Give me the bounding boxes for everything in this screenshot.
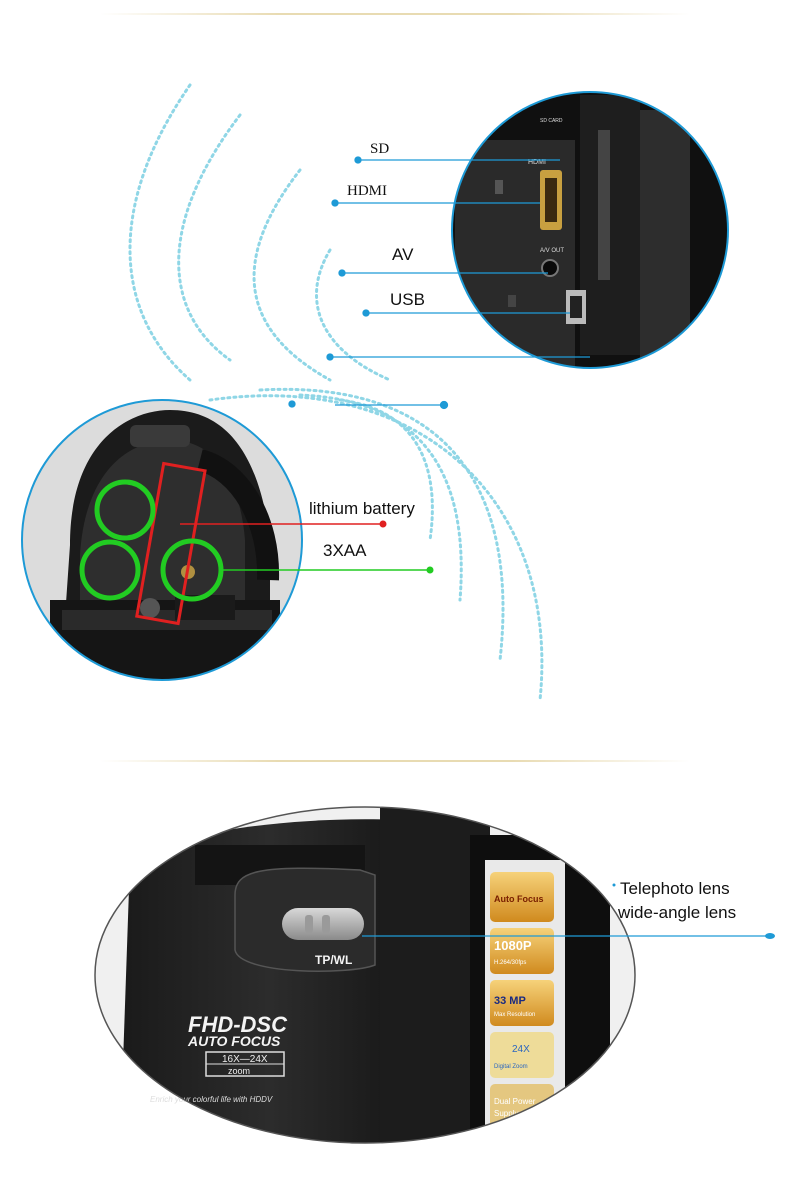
- ports-closeup: SD CARD HDMI A/V OUT: [451, 91, 729, 369]
- badge-text-8: Supply: [494, 1109, 518, 1118]
- tagline-print: Enrich your colorful life with HDDV: [150, 1095, 273, 1104]
- zoom-ratio-print: 16X—24X: [222, 1054, 268, 1065]
- aaa-dot: [426, 566, 434, 574]
- battery-closeup: [21, 399, 303, 681]
- brand-line2: AUTO FOCUS: [187, 1033, 281, 1049]
- wide-angle-label: wide-angle lens: [618, 903, 737, 922]
- lithium-compartment-outline: [135, 461, 207, 626]
- badge-text-5: 24X: [512, 1044, 530, 1055]
- badge-1080p: [490, 928, 554, 974]
- badge-24x: [490, 1032, 554, 1078]
- badge-text-7: Dual Power: [494, 1097, 536, 1106]
- hdmi-print: HDMI: [528, 159, 546, 166]
- top-divider: [100, 13, 690, 15]
- av-out-print: A/V OUT: [540, 248, 564, 254]
- badge-autofocus: [490, 872, 554, 922]
- lithium-battery-label: lithium battery: [309, 499, 415, 518]
- dotted-arcs: [128, 83, 544, 702]
- badge-text-0: Auto Focus: [494, 894, 544, 904]
- aa-ring-1: [94, 479, 156, 541]
- sd-dot: [354, 156, 362, 164]
- lithium-dot: [379, 520, 387, 528]
- sd-label: SD: [370, 141, 390, 157]
- badge-text-4: Max Resolution: [494, 1012, 535, 1018]
- badge-text-1: 1080P: [494, 938, 532, 953]
- port-leader-lines: [288, 156, 590, 410]
- aa-ring-2: [79, 539, 141, 601]
- badge-text-3: 33 MP: [494, 995, 526, 1007]
- usb-label: USB: [390, 290, 425, 309]
- telephoto-label: Telephoto lens: [620, 879, 730, 898]
- av-jack: [541, 259, 559, 277]
- sd-slot: [598, 130, 610, 280]
- badge-text-6: Digital Zoom: [494, 1064, 528, 1070]
- badge-text-2: H.264/30fps: [494, 960, 526, 966]
- sd-card-print: SD CARD: [540, 118, 563, 124]
- zoom-dot: [765, 933, 775, 939]
- middle-divider: [100, 760, 690, 762]
- hdmi-label: HDMI: [347, 183, 387, 199]
- zoom-word-print: zoom: [228, 1066, 250, 1076]
- usb-dot: [362, 309, 370, 317]
- av-dot: [338, 269, 346, 277]
- aa-ring-3: [160, 538, 224, 602]
- hdmi-dot: [331, 199, 339, 207]
- zoom-closeup: FHD-DSC AUTO FOCUS 16X—24X zoom Enrich y…: [94, 806, 636, 1144]
- badge-33mp: [490, 980, 554, 1026]
- aaa-label: 3XAA: [323, 541, 367, 560]
- switch-label-print: TP/WL: [315, 953, 352, 967]
- brand-line1: FHD-DSC: [188, 1012, 288, 1037]
- av-label: AV: [392, 245, 414, 264]
